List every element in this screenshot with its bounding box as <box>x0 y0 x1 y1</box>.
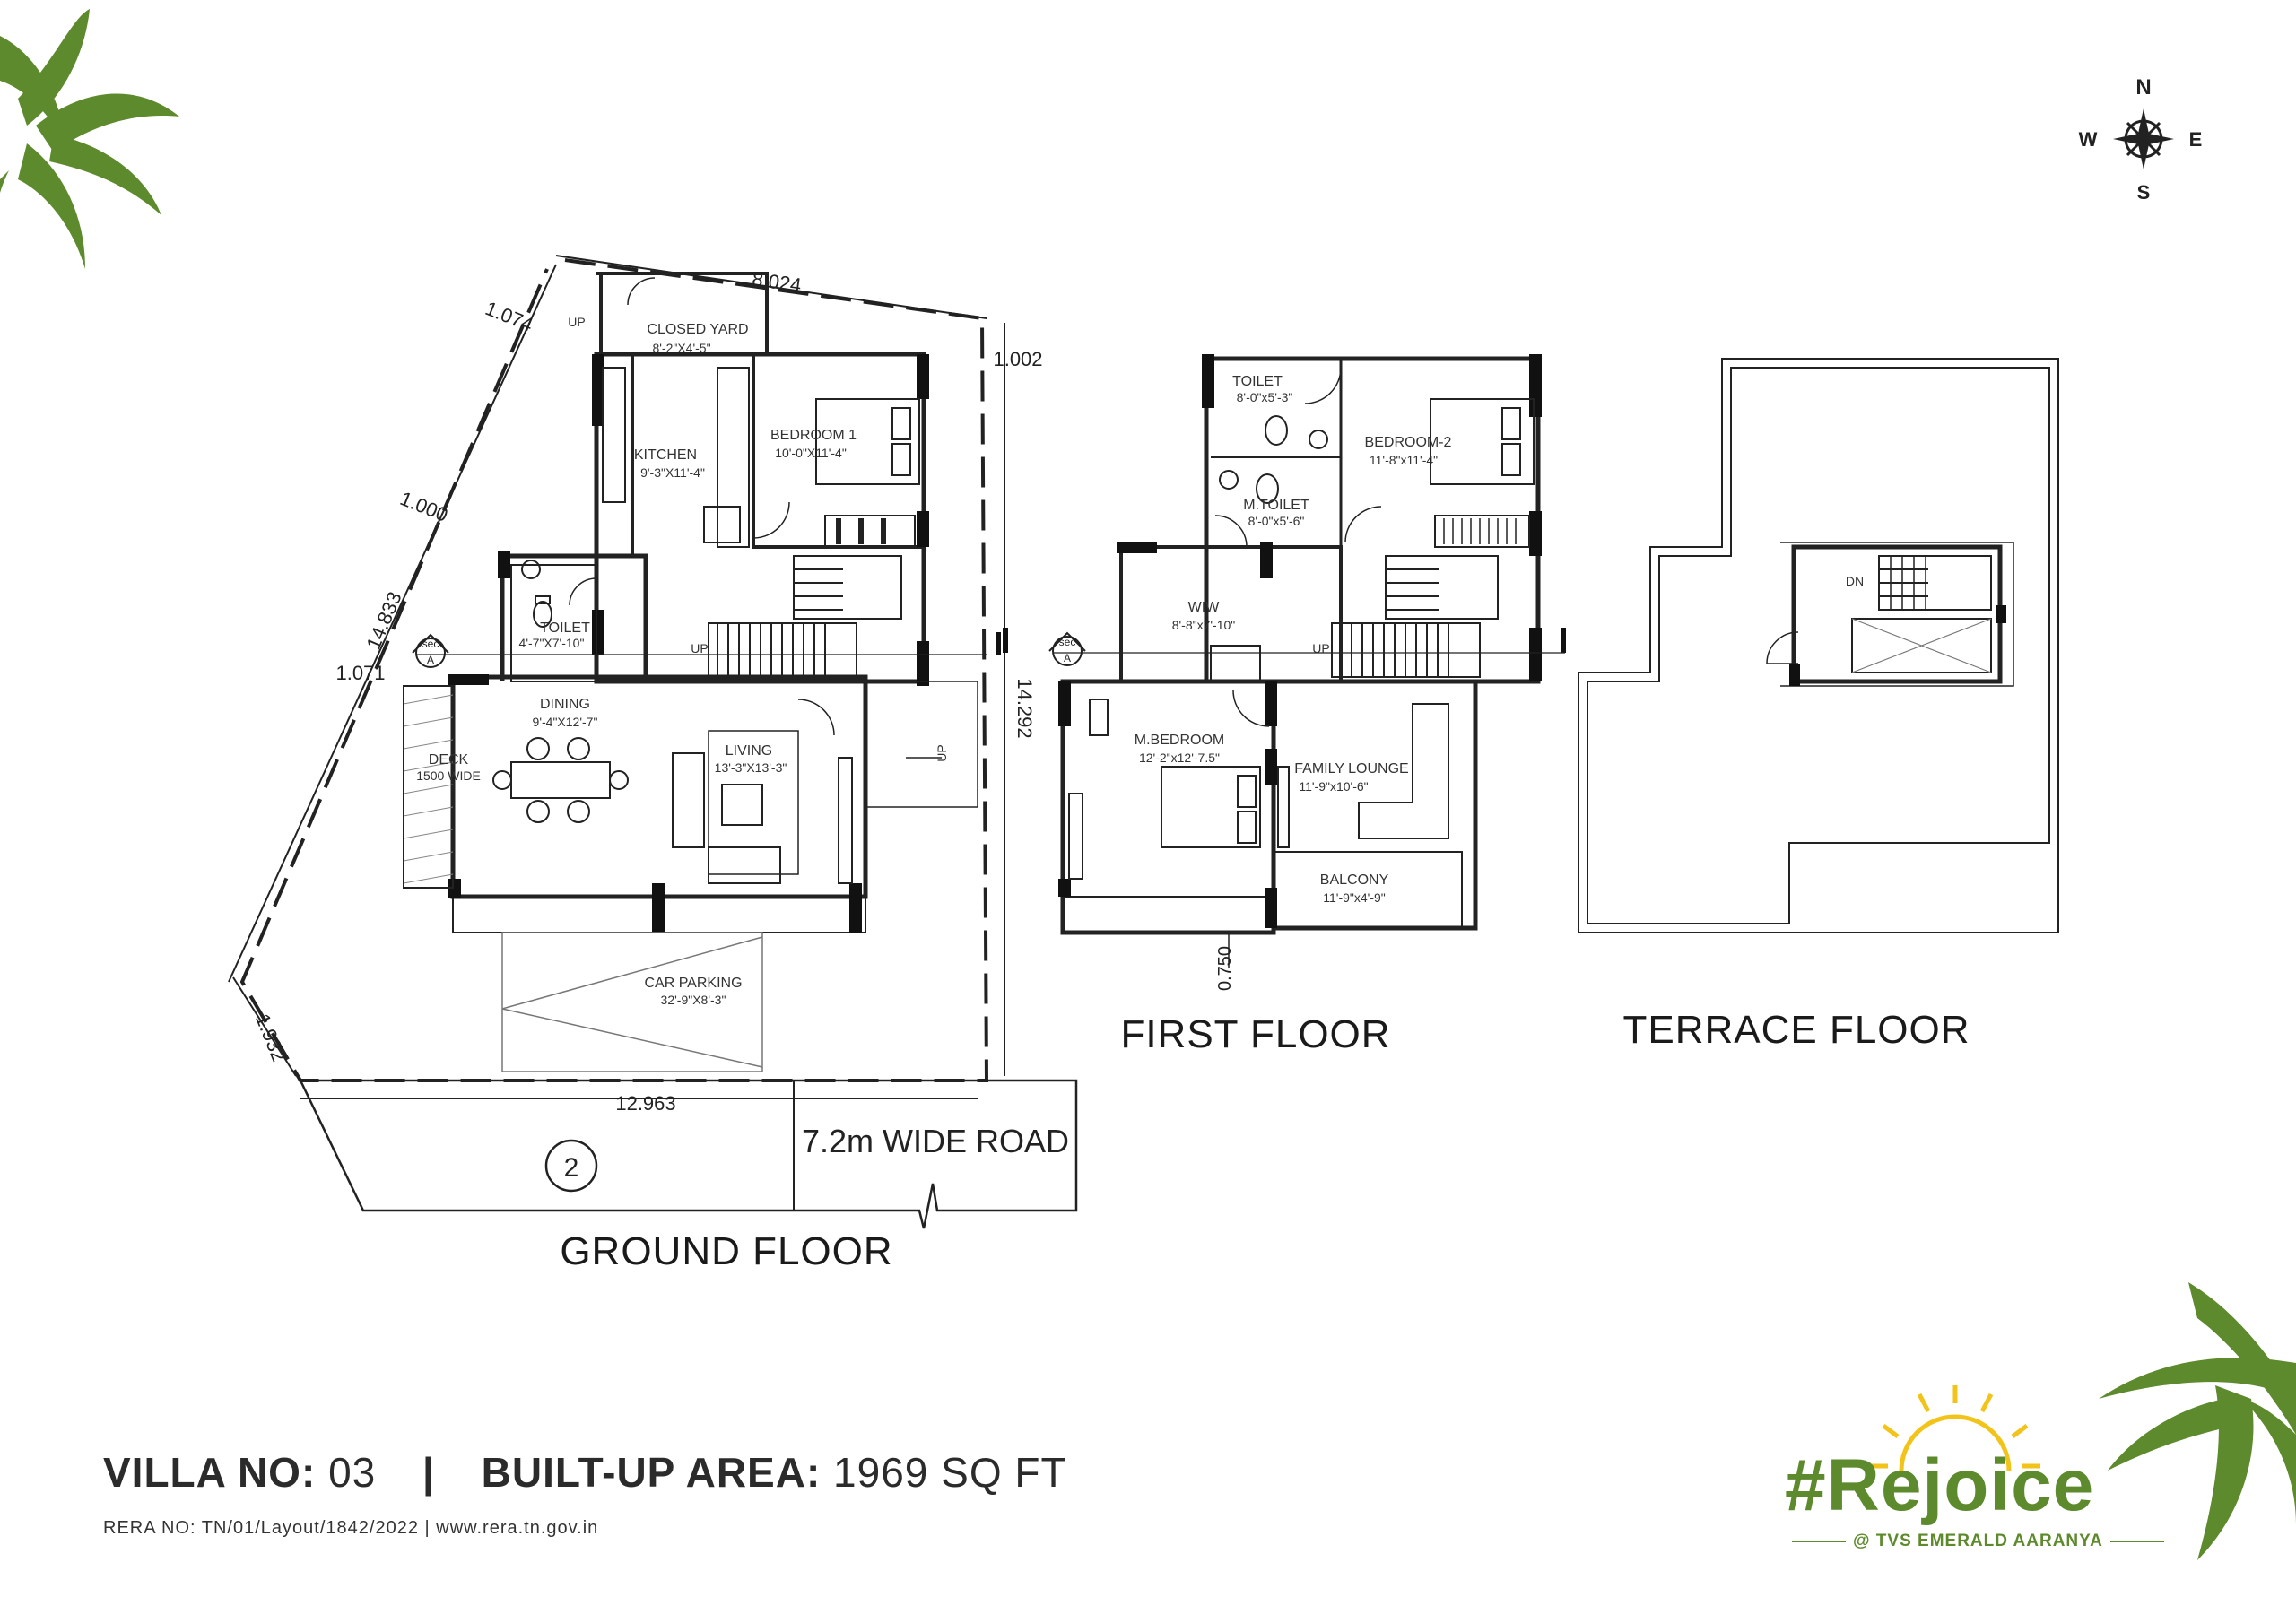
dining-name: DINING <box>540 697 590 712</box>
car-parking-size: 32'-9"X8'-3" <box>661 993 726 1007</box>
dim-right-top: 1.002 <box>993 348 1042 370</box>
ff-toilet-size: 8'-0"x5'-3" <box>1237 390 1293 404</box>
ground-section-top: sec <box>422 638 439 650</box>
brand-logo: #Rejoice @ TVS EMERALD AARANYA <box>1785 1399 2126 1560</box>
first-floor-title: FIRST FLOOR <box>1120 1012 1390 1056</box>
dim-balcony: 0.750 <box>1215 946 1235 991</box>
ground-section-bottom: A <box>427 654 434 666</box>
dim-bottom: 12.963 <box>615 1092 675 1115</box>
ground-floor-plan <box>228 255 1078 1229</box>
closed-yard-size: 8'-2"X4'-5" <box>652 341 710 355</box>
dim-left-top: 1.074 <box>483 297 536 336</box>
dim-right-long: 14.292 <box>1013 678 1036 738</box>
mtoilet-size: 8'-0"x5'-6" <box>1248 514 1305 528</box>
bedroom2-size: 11'-8"x11'-4" <box>1370 453 1438 467</box>
balcony-size: 11'-9"x4'-9" <box>1323 890 1386 905</box>
wiw-name: WIW <box>1188 600 1221 615</box>
ground-floor-labels: 8.024 1.074 1.002 1.000 14.833 1.071 14.… <box>251 267 1069 1273</box>
villa-value: 03 <box>328 1449 377 1496</box>
brand-name: #Rejoice <box>1785 1445 2095 1526</box>
bedroom2-name: BEDROOM-2 <box>1365 435 1452 450</box>
ff-up: UP <box>1312 641 1329 655</box>
family-lounge-size: 11'-9"x10'-6" <box>1299 779 1368 794</box>
footer-separator: | <box>422 1449 435 1496</box>
road-outline <box>299 1079 1078 1229</box>
area-label: BUILT-UP AREA: <box>481 1449 822 1496</box>
ff-section-top: sec <box>1059 636 1076 648</box>
bedroom1-name: BEDROOM 1 <box>770 428 857 443</box>
yard-up: UP <box>568 315 585 329</box>
car-parking-name: CAR PARKING <box>644 976 742 991</box>
side-up: UP <box>935 744 949 761</box>
toilet-size: 4'-7"X7'-10" <box>519 636 585 650</box>
mtoilet-name: M.TOILET <box>1243 498 1309 513</box>
terrace-dn: DN <box>1846 574 1864 588</box>
dim-left-low: 1.071 <box>335 662 385 684</box>
sun-logo-icon <box>1870 1385 2040 1471</box>
living-name: LIVING <box>726 743 772 759</box>
road-label: 7.2m WIDE ROAD <box>802 1123 1069 1159</box>
first-floor-plan <box>1003 354 1566 968</box>
ground-floor-title: GROUND FLOOR <box>560 1229 892 1273</box>
plot-number-circle <box>544 1139 598 1193</box>
closed-yard-name: CLOSED YARD <box>647 322 748 337</box>
bedroom1-size: 10'-0"X11'-4" <box>775 446 847 460</box>
kitchen-size: 9'-3"X11'-4" <box>640 465 705 480</box>
villa-label: VILLA NO: <box>103 1449 317 1496</box>
footer-main-line: VILLA NO: 03 | BUILT-UP AREA: 1969 SQ FT <box>103 1448 1067 1497</box>
area-value: 1969 SQ FT <box>833 1449 1067 1496</box>
stair-up: UP <box>691 641 708 655</box>
deck-name: DECK <box>429 752 469 768</box>
ff-section-bottom: A <box>1064 652 1071 664</box>
palm-leaf-top-left-icon <box>0 9 179 269</box>
living-size: 13'-3"X13'-3" <box>715 760 787 775</box>
compass-rose-icon: N S E W <box>2079 75 2203 204</box>
rera-line: RERA NO: TN/01/Layout/1842/2022 | www.re… <box>103 1518 599 1538</box>
dim-left-long: 14.833 <box>361 588 405 653</box>
terrace-floor-labels: DN TERRACE FLOOR <box>1622 574 1970 1052</box>
compass-w: W <box>2079 128 2098 151</box>
plot-number: 2 <box>564 1153 579 1183</box>
deck-size: 1500 WIDE <box>416 768 481 783</box>
footer: VILLA NO: 03 | BUILT-UP AREA: 1969 SQ FT… <box>103 1448 1067 1539</box>
terrace-floor-title: TERRACE FLOOR <box>1622 1008 1970 1052</box>
brand-subtitle: @ TVS EMERALD AARANYA <box>1785 1532 2126 1551</box>
family-lounge-name: FAMILY LOUNGE <box>1294 761 1408 777</box>
compass-e: E <box>2189 128 2203 151</box>
dim-top: 8.024 <box>751 267 803 296</box>
mbedroom-name: M.BEDROOM <box>1135 733 1224 748</box>
compass-n: N <box>2135 75 2151 100</box>
palm-leaf-bottom-right-icon <box>2099 1282 2296 1560</box>
kitchen-name: KITCHEN <box>634 447 697 463</box>
dining-size: 9'-4"X12'-7" <box>533 715 598 729</box>
balcony-name: BALCONY <box>1320 872 1389 888</box>
wiw-size: 8'-8"x7'-10" <box>1172 618 1236 632</box>
dim-left-mid: 1.000 <box>397 487 451 526</box>
terrace-floor-plan <box>1578 358 2059 933</box>
first-floor-labels: TOILET 8'-0"x5'-3" BEDROOM-2 11'-8"x11'-… <box>1059 374 1452 1056</box>
ff-toilet-name: TOILET <box>1232 374 1283 389</box>
toilet-name: TOILET <box>540 621 590 636</box>
compass-s: S <box>2137 181 2151 204</box>
dim-left-bottom: 1.932 <box>251 1011 291 1064</box>
mbedroom-size: 12'-2"x12'-7.5" <box>1139 751 1220 765</box>
